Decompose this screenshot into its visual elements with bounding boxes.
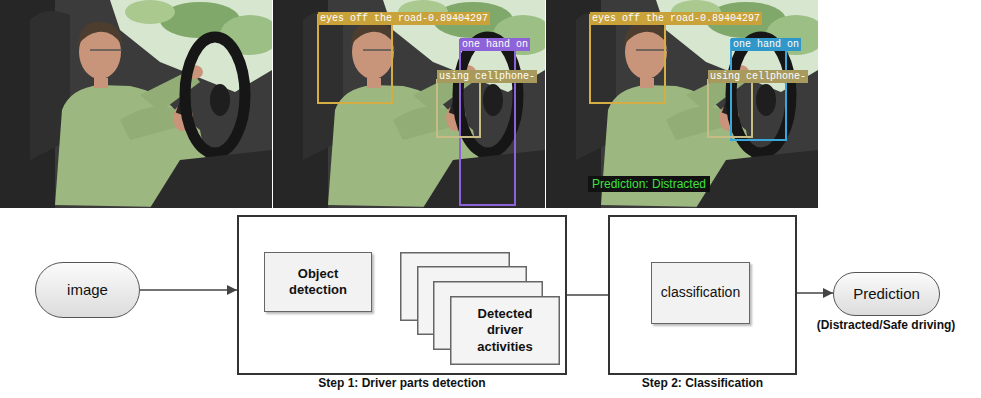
stacked-boxes: Detected driver activities: [400, 252, 560, 365]
step-caption: (Distracted/Safe driving): [817, 318, 956, 333]
node-label: image: [67, 281, 108, 300]
detection-label: using cellphone-: [437, 70, 537, 83]
end-pill: Prediction(Distracted/Safe driving): [833, 272, 940, 316]
start-pill: image: [35, 262, 140, 318]
step-caption: Step 1: Driver parts detection: [318, 376, 485, 391]
detection-label: using cellphone-: [708, 70, 808, 83]
step-frame: Step 2: Classificationclassification: [608, 215, 797, 375]
detection-label: eyes off the road-0.89404297: [318, 12, 490, 25]
stacked-sheet: [451, 297, 560, 365]
detection-label: eyes off the road-0.89404297: [590, 12, 762, 25]
node-label: Prediction: [853, 285, 920, 304]
node-label: classification: [661, 284, 740, 302]
step-frame: Step 1: Driver parts detectionObject det…: [237, 215, 567, 375]
detection-label: Prediction: Distracted: [588, 176, 710, 192]
node-label: Object detection: [278, 266, 358, 299]
node-label: Detected driver activities: [450, 296, 560, 365]
step-caption: Step 2: Classification: [642, 376, 763, 391]
detection-label: one hand on: [460, 38, 530, 51]
detection-label: one hand on: [731, 38, 801, 51]
flow-arrow: [140, 289, 237, 291]
process-box: Object detection: [264, 252, 372, 312]
process-box: classification: [651, 262, 750, 324]
